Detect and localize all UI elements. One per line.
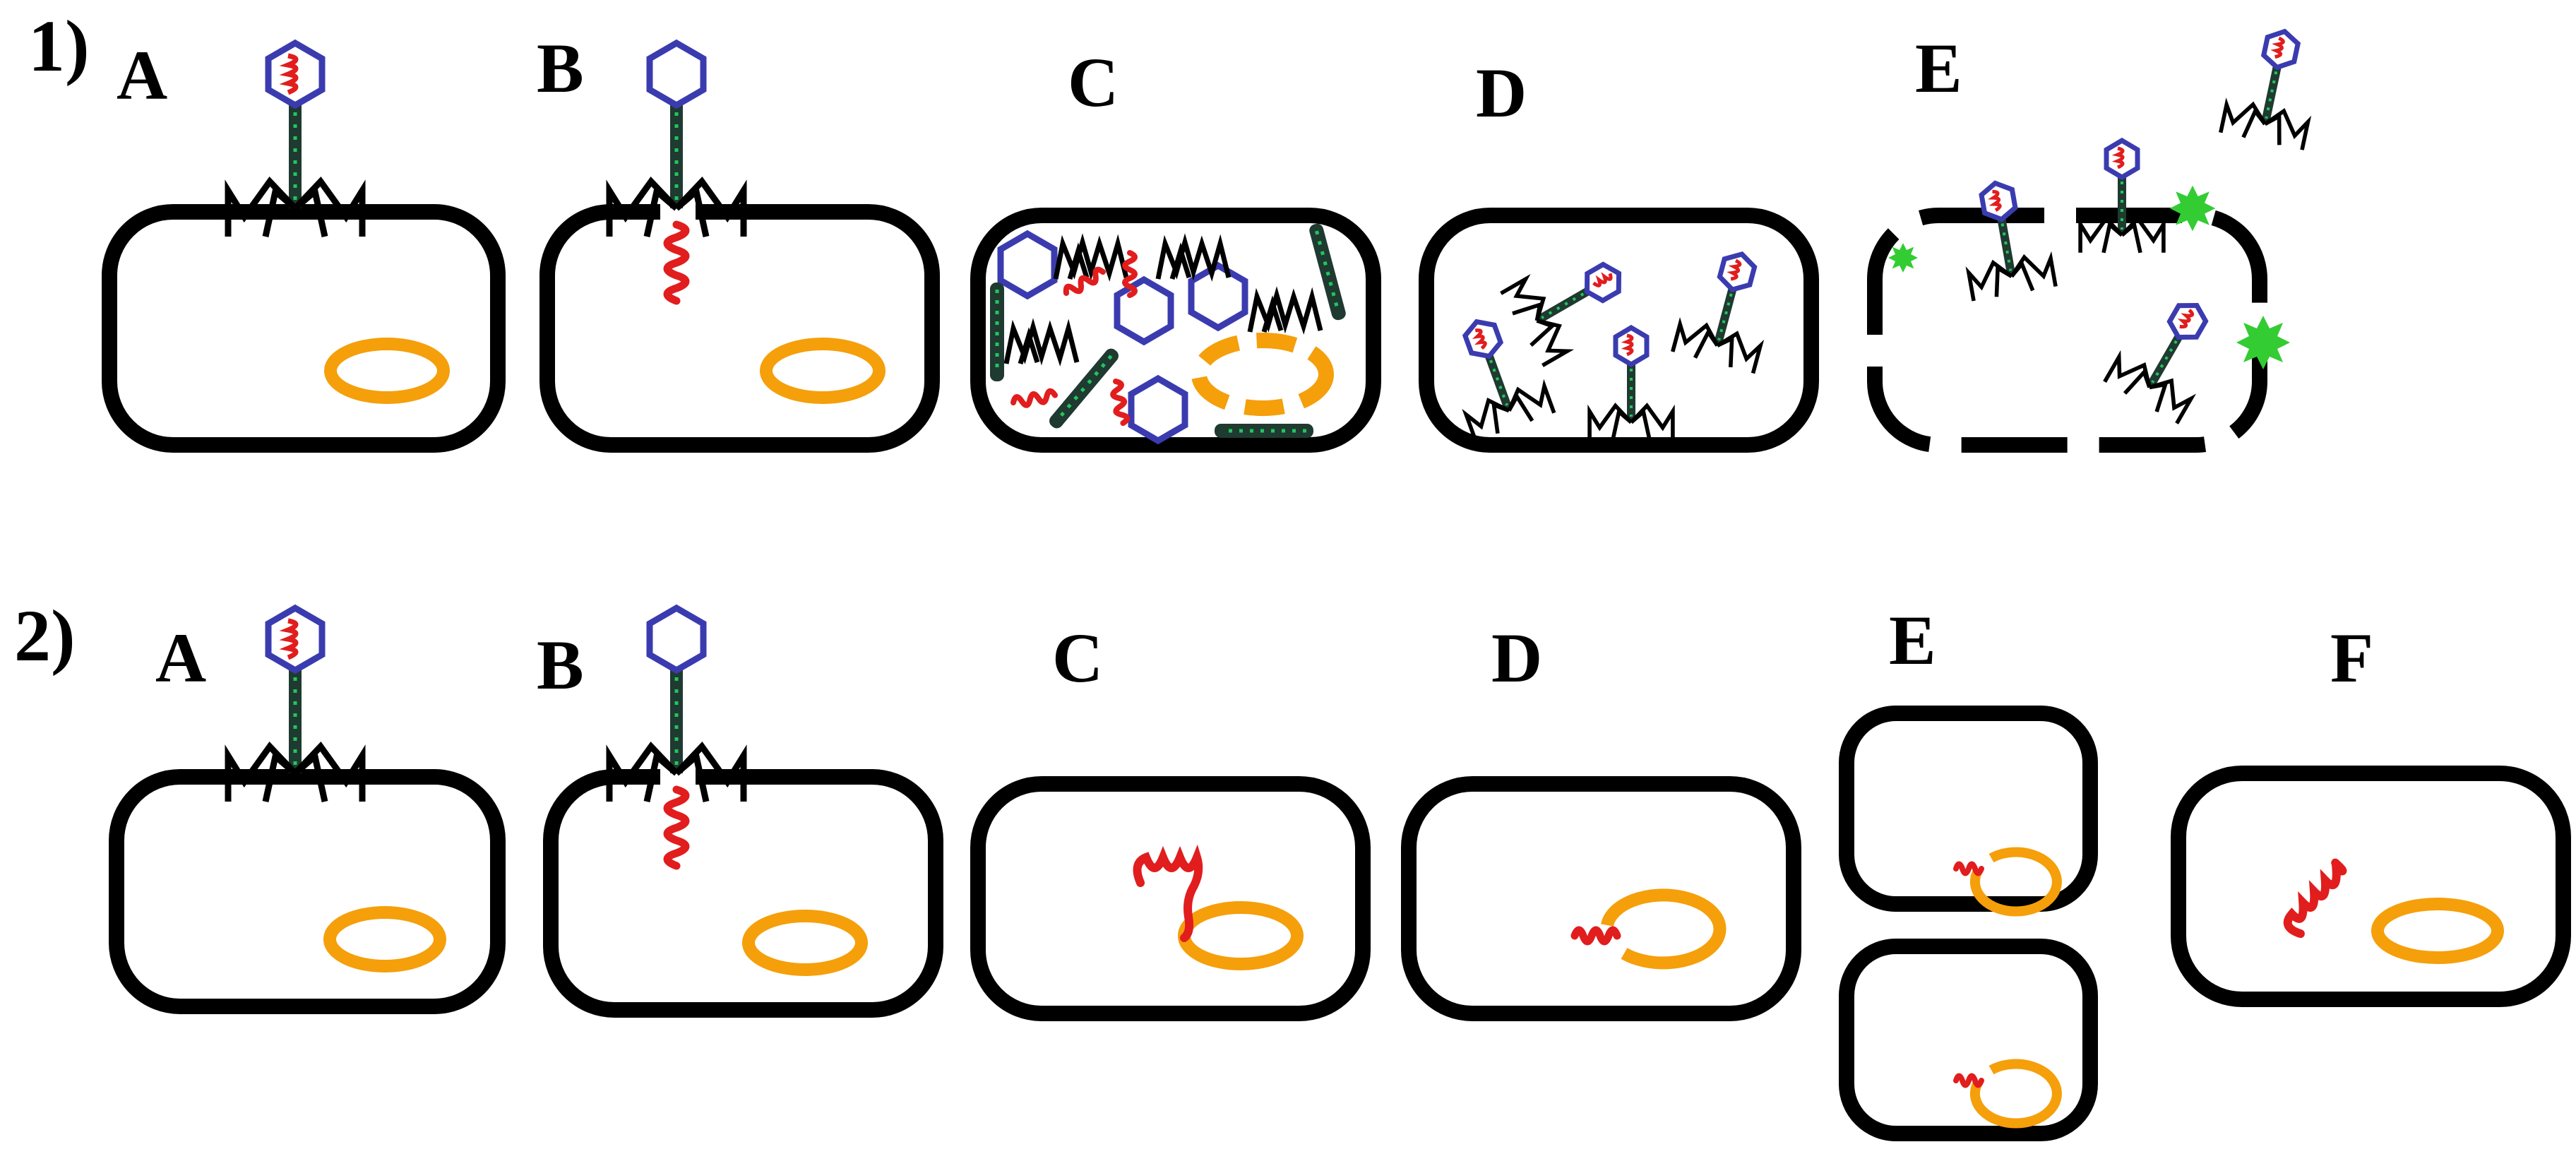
plasmid-ring-icon [1969,847,2062,917]
plasmid-ring-icon [2371,898,2504,964]
phage-icon [2221,23,2325,150]
row-label: 2) [14,595,76,677]
dna-coil-icon [1953,1073,1984,1088]
panel-label: E [1915,29,1962,107]
dna-coil-icon [1133,844,1203,942]
burst-star-icon [2169,185,2216,232]
panel-2e: E [1839,601,2098,1141]
panel-1d: D [1419,54,1819,453]
panel-label: D [1491,619,1542,697]
plasmid-ring-icon [323,906,446,972]
dna-coil-icon [667,225,686,301]
panel-label: C [1068,43,1119,121]
panel-1a: A [102,36,506,453]
dna-coil-icon [1570,926,1621,946]
tail-segment [1215,424,1313,438]
panel-label: B [537,29,584,107]
panel-label: F [2330,619,2373,697]
burst-star-icon [2236,316,2290,369]
plasmid-ring-icon [1601,888,1727,970]
bacterial-cell [1419,208,1819,453]
panel-2f: F [2171,619,2571,1007]
capsid-hexagon-icon [1117,280,1171,342]
plasmid-ring-icon [760,338,886,404]
panel-2a: A [109,608,506,1014]
phage-icon [609,43,744,237]
phage-icon [228,43,362,237]
bacterial-cell [2171,766,2571,1007]
plasmid-ring-icon [1969,1059,2062,1129]
dna-coil-icon [2283,858,2347,939]
capsid-hexagon-icon [1191,266,1245,328]
capsid-hexagon-icon [1001,234,1054,296]
panel-label: A [117,36,167,114]
panel-1b: B [537,29,940,453]
capsid-hexagon-icon [1131,379,1185,441]
panel-label: E [1889,601,1936,679]
bacterial-cell [1839,939,2098,1141]
dna-coil-icon [667,790,686,866]
tail-segment [990,282,1004,381]
bacterial-cell [1401,776,1801,1021]
panel-1e: E [1867,23,2325,453]
plasmid-ring-icon [742,910,868,976]
panel-label: C [1052,619,1103,697]
phage-icon [228,608,362,802]
phage-icon [609,608,744,802]
burst-star-icon [1888,243,1918,273]
bacterial-cell [970,776,1371,1021]
bacterial-cell [102,204,506,453]
plasmid-ring-icon [1191,333,1334,416]
dna-coil-icon [1953,861,1984,876]
panel-2b: B [537,608,943,1018]
bacterial-cell [539,204,940,453]
row-label: 1) [28,6,90,87]
bacterial-cell [109,769,506,1014]
bacterial-cell [543,769,943,1018]
panel-1c: C [970,43,1381,453]
panel-2d: D [1401,619,1801,1021]
panel-label: D [1476,54,1527,132]
panel-label: B [537,626,584,704]
panel-label: A [155,619,206,697]
panel-2c: C [970,619,1371,1021]
plasmid-ring-icon [324,338,450,404]
